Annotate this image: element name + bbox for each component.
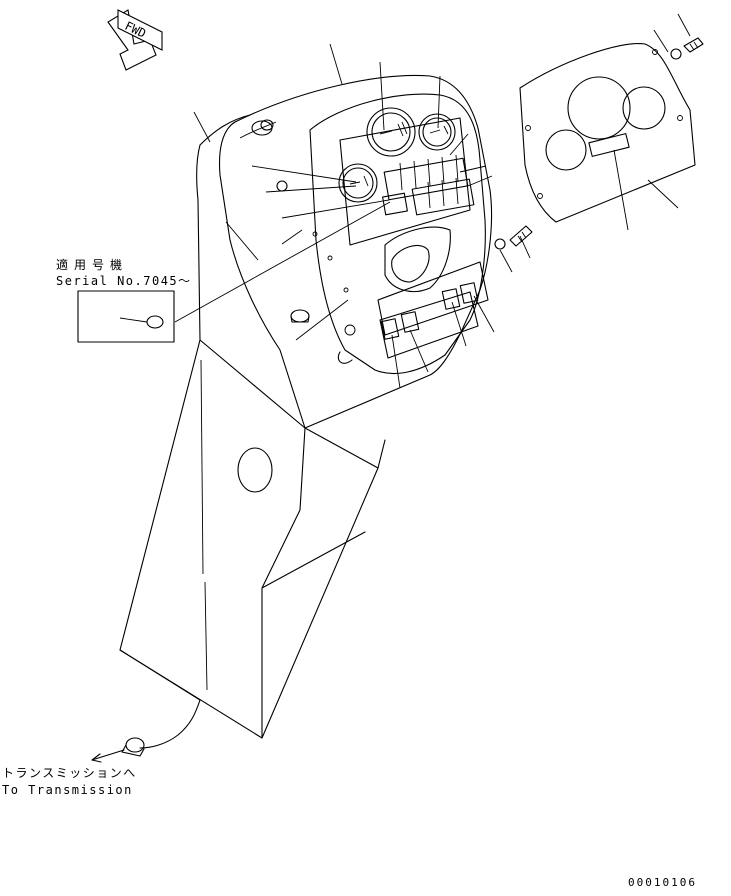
bolt-part-top xyxy=(670,37,704,60)
meter-panel xyxy=(519,42,696,223)
console-body xyxy=(119,74,493,739)
serial-note-box xyxy=(77,290,175,343)
fwd-arrow-icon: FWD xyxy=(107,9,163,71)
plug-part xyxy=(290,309,310,323)
transmission-label-en: To Transmission xyxy=(2,783,133,797)
drawing-number: 00010106 xyxy=(628,876,697,889)
serial-note-label-en: Serial No.7045～ xyxy=(56,274,192,288)
bolt-part-mid xyxy=(494,225,533,250)
serial-note-label-jp: 適用号機 xyxy=(56,258,129,272)
transmission-arrow-icon xyxy=(91,749,125,761)
transmission-label-jp: トランスミッションへ xyxy=(2,766,137,780)
dashboard-face xyxy=(276,93,489,374)
grommet-part xyxy=(239,119,277,139)
leader-lines xyxy=(174,13,691,389)
harness-cable xyxy=(121,699,201,757)
